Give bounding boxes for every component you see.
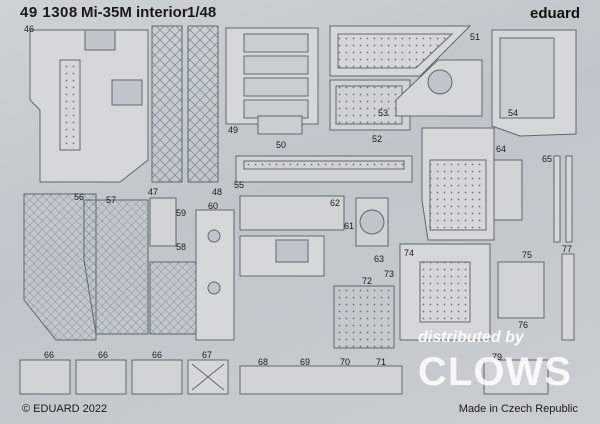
label-50: 50 <box>276 140 286 150</box>
label-74: 74 <box>404 248 414 258</box>
label-53: 53 <box>378 108 388 118</box>
part-77 <box>561 253 575 341</box>
watermark-logo: CLOWS <box>418 350 572 394</box>
part-79 <box>483 359 549 395</box>
part-62 <box>239 195 345 231</box>
label-63: 63 <box>374 254 384 264</box>
label-66c: 66 <box>152 350 162 360</box>
part-60 <box>195 209 235 341</box>
label-60: 60 <box>208 201 218 211</box>
label-52: 52 <box>372 134 382 144</box>
label-72: 72 <box>362 276 372 286</box>
label-69: 69 <box>300 357 310 367</box>
part-66c <box>131 359 183 395</box>
label-77: 77 <box>562 244 572 254</box>
label-54: 54 <box>508 108 518 118</box>
label-70: 70 <box>340 357 350 367</box>
part-48-strip <box>187 25 219 183</box>
label-64: 64 <box>496 144 506 154</box>
set-number: 49 1308 <box>20 4 78 21</box>
label-48: 48 <box>212 187 222 197</box>
part-65b <box>565 155 573 243</box>
part-65a <box>553 155 561 243</box>
label-55: 55 <box>234 180 244 190</box>
set-scale: 1/48 <box>187 4 217 21</box>
part-66a <box>19 359 71 395</box>
label-79: 79 <box>492 352 502 362</box>
label-66b: 66 <box>98 350 108 360</box>
label-47: 47 <box>148 187 158 197</box>
label-66a: 66 <box>44 350 54 360</box>
set-name: Mi-35M interior <box>81 4 188 21</box>
label-46: 46 <box>24 24 34 34</box>
label-68: 68 <box>258 357 268 367</box>
label-71: 71 <box>376 357 386 367</box>
label-58: 58 <box>176 242 186 252</box>
part-72 <box>333 285 395 349</box>
part-57 <box>83 199 149 335</box>
copyright-text: © EDUARD 2022 <box>22 403 108 415</box>
label-49: 49 <box>228 125 238 135</box>
label-65: 65 <box>542 154 552 164</box>
label-57: 57 <box>106 195 116 205</box>
part-66b <box>75 359 127 395</box>
label-67: 67 <box>202 350 212 360</box>
label-59: 59 <box>176 208 186 218</box>
part-46-panel <box>29 29 149 183</box>
label-51: 51 <box>470 32 480 42</box>
part-47-strip <box>151 25 183 183</box>
label-73: 73 <box>384 269 394 279</box>
label-62: 62 <box>330 198 340 208</box>
part-68-71 <box>239 365 403 395</box>
part-75 <box>497 261 545 319</box>
brand-logo: eduard <box>529 5 580 22</box>
origin-text: Made in Czech Republic <box>458 403 578 415</box>
label-75: 75 <box>522 250 532 260</box>
part-59 <box>149 197 177 247</box>
part-58-mesh <box>149 261 197 335</box>
part-50 <box>257 115 303 135</box>
label-76: 76 <box>518 320 528 330</box>
label-56: 56 <box>74 192 84 202</box>
part-56 <box>23 193 97 341</box>
label-61: 61 <box>344 221 354 231</box>
watermark-distributor-text: distributed by <box>418 329 524 346</box>
